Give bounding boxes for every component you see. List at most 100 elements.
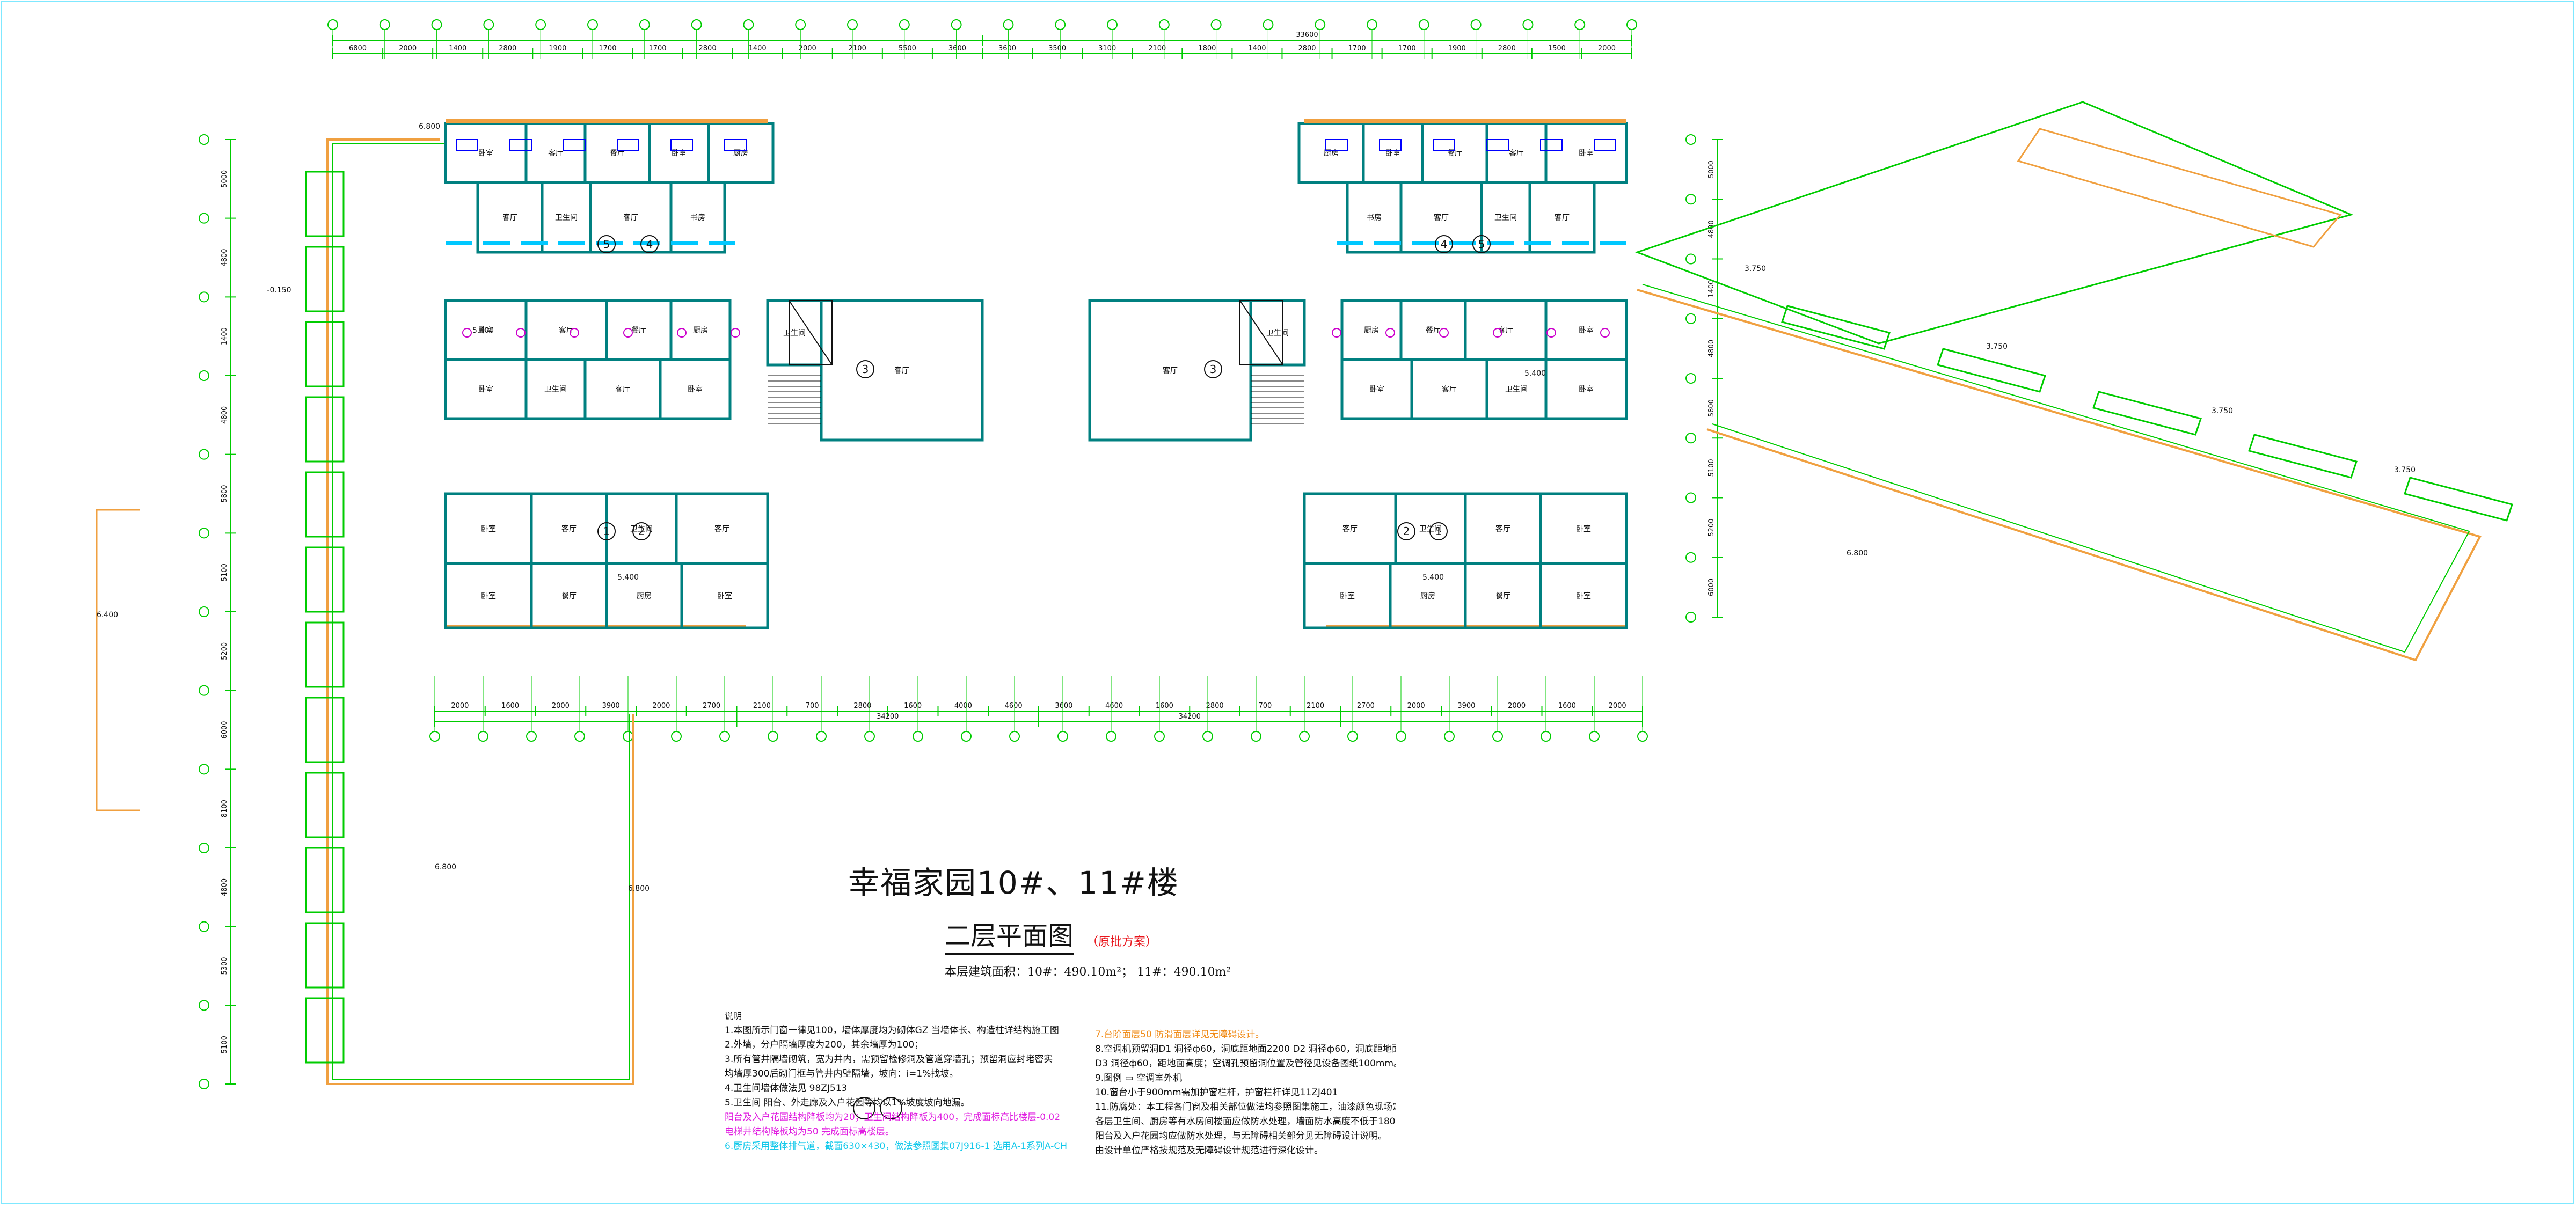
room-wall	[659, 358, 732, 420]
north-arrow-icon	[853, 1097, 902, 1119]
room-label: 客厅	[623, 213, 638, 222]
grid-axis-bubble-icon	[1685, 433, 1696, 444]
room-label: 客厅	[1555, 213, 1570, 222]
elevation-label: 3.750	[1745, 265, 1766, 273]
notes-right: 7.台阶面层50 防滑面层详见无障碍设计。8.空调机预留洞D1 洞径ф60，洞底…	[1095, 1028, 1396, 1158]
unit-number: 2	[638, 525, 645, 538]
terrace-outline	[1642, 284, 2470, 653]
note-line: 6.厨房采用整体排气道，截面630×430，做法参照图集07J916-1 选用A…	[725, 1141, 1068, 1152]
room-label: 餐厅	[1426, 326, 1441, 335]
dim-row-label: 1600	[1558, 702, 1576, 710]
dim-row-label: 2000	[652, 702, 670, 710]
grid-axis-bubble-icon	[1685, 194, 1696, 205]
grid-axis-bubble-icon	[199, 370, 209, 381]
grid-axis-bubble-icon	[199, 213, 209, 224]
dim-row-label: 1600	[1156, 702, 1173, 710]
dim-row-label: 5100	[1707, 459, 1716, 477]
room-label: 餐厅	[610, 149, 625, 158]
room-wall	[820, 299, 984, 442]
unit-number-bubble	[1429, 522, 1448, 540]
elevation-label: 6.800	[628, 884, 650, 893]
furniture-mark	[563, 139, 586, 151]
building-11-plan: 卧室客厅餐厅卧室厨房客厅卫生间客厅书房卧室客厅餐厅厨房卧室卫生间客厅卧室客厅卫生…	[1088, 119, 1628, 629]
room-label: 厨房	[637, 592, 652, 601]
grid-axis-bubble-icon	[199, 1079, 209, 1089]
grid-axis-bubble-icon	[1685, 612, 1696, 623]
grid-axis-bubble-icon	[199, 449, 209, 460]
dim-total-label: 33600	[1296, 31, 1318, 39]
unit-number: 5	[603, 238, 610, 251]
elevation-label: 5.400	[472, 326, 494, 335]
dim-row-label: 1600	[904, 702, 922, 710]
dim-row-label: 2000	[399, 45, 417, 53]
dim-row-label: 3600	[998, 45, 1016, 53]
room-label: 厨房	[733, 149, 748, 158]
room-label: 客厅	[894, 366, 909, 375]
dim-row-label: 1900	[1448, 45, 1466, 53]
dim-row-label: 5300	[221, 957, 229, 975]
note-line: 阳台及入户花园结构降板均为20；卫生间结构降板为400，完成面标高比楼层-0.0…	[725, 1112, 1061, 1123]
dim-row-label: 1500	[1548, 45, 1566, 53]
elevation-label: -0.150	[267, 286, 291, 295]
elevation-label: 6.800	[1847, 549, 1868, 558]
room-label: 餐厅	[1495, 592, 1510, 601]
planter-box	[1781, 305, 1891, 350]
dim-row-label: 5800	[1707, 399, 1716, 417]
dim-row-label: 4800	[1707, 220, 1716, 238]
subtitle-note: （原批方案）	[1086, 935, 1158, 949]
window	[709, 241, 735, 245]
room-label: 客厅	[561, 524, 577, 533]
room-label: 厨房	[1324, 149, 1339, 158]
grid-axis-bubble-icon	[199, 764, 209, 775]
dim-row-label: 2700	[1357, 702, 1375, 710]
window	[1449, 241, 1476, 245]
dim-row-label: 4800	[221, 248, 229, 266]
fixture-mark	[1332, 328, 1341, 338]
elevator-icon	[789, 300, 833, 365]
dim-row-label: 1400	[749, 45, 767, 53]
dim-row-label: 5000	[221, 170, 229, 188]
elevation-label: 6.800	[435, 863, 456, 872]
elevation-label: 6.400	[97, 611, 118, 619]
fixture-mark	[1600, 328, 1610, 338]
window	[521, 241, 548, 245]
room-label: 卧室	[478, 149, 493, 158]
grid-axis-bubble-icon	[1685, 134, 1696, 145]
dim-row-label: 4800	[221, 406, 229, 424]
room-label: 卧室	[717, 591, 732, 601]
balcony-strip	[1304, 119, 1626, 123]
dim-row-label: 5100	[221, 1036, 229, 1053]
planter-box	[305, 171, 345, 237]
dim-row-label: 700	[806, 702, 819, 710]
dim-row-label: 1900	[549, 45, 566, 53]
furniture-mark	[1433, 139, 1455, 151]
room-label: 餐厅	[1447, 149, 1462, 158]
dim-row-label: 4800	[1707, 340, 1716, 357]
terrace-outline	[1634, 101, 2354, 345]
unit-number: 3	[1210, 363, 1217, 376]
room-wall	[1340, 358, 1413, 420]
elevator-icon	[1239, 300, 1283, 365]
room-label: 客厅	[548, 149, 563, 158]
unit-number: 5	[1478, 238, 1485, 251]
planter-box	[305, 621, 345, 688]
room-label: 客厅	[714, 524, 729, 533]
roof-terrace-outline	[96, 101, 2513, 1085]
dim-row-label: 4600	[1005, 702, 1023, 710]
furniture-mark	[509, 139, 532, 151]
dim-row-label: 2100	[753, 702, 771, 710]
fixture-mark	[1385, 328, 1395, 338]
window	[1374, 241, 1401, 245]
terrace-outline	[2017, 128, 2342, 248]
dim-row-label: 1800	[1198, 45, 1216, 53]
north-arrow-icon	[880, 1097, 902, 1119]
furniture-mark	[1486, 139, 1509, 151]
room-label: 卧室	[688, 385, 703, 394]
note-line: 3.所有管井隔墙砌筑，宽为井内，需预留检修洞及管道穿墙孔；预留洞应封堵密实	[725, 1054, 1053, 1065]
notes-left-list: 1.本图所示门窗一律见100，墙体厚度均为砌体GZ 当墙体长、构造柱详结构施工图…	[725, 1023, 1090, 1154]
note-line: 8.空调机预留洞D1 洞径ф60，洞底距地面2200 D2 洞径ф60，洞底距地…	[1095, 1044, 1396, 1055]
grid-axis-bubble-icon	[199, 291, 209, 303]
room-label: 卧室	[1579, 326, 1594, 335]
